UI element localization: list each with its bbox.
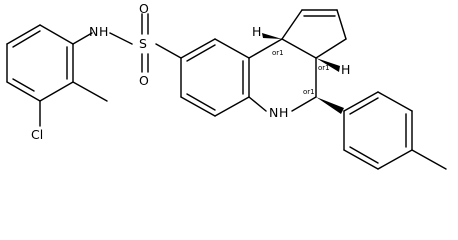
- stereo-wedge-right: [316, 58, 340, 72]
- nh-to-s-bond: [109, 32, 133, 45]
- stereo-label-or1-a: or1: [272, 49, 284, 57]
- tolyl-ring: [343, 91, 413, 170]
- oxygen-bottom-label: O: [139, 73, 149, 88]
- benzo-ring: [180, 38, 250, 117]
- c4-n-bond: [291, 96, 317, 112]
- cp-bond-4: [315, 38, 347, 59]
- tolyl-methyl-bond: [411, 149, 447, 170]
- cp-bond-1: [281, 9, 303, 40]
- sulfonamide-n-label: N: [89, 24, 98, 39]
- c9b-c3a-bond: [248, 38, 283, 59]
- ring-n-label: N: [269, 105, 278, 120]
- molecule-structure-diagram: N H S O O Cl N H H H or1 or1 or1: [6, 1, 447, 170]
- sulfur-label: S: [139, 36, 147, 51]
- sulfonamide-h-label: H: [99, 24, 108, 39]
- stereo-wedge-c4: [316, 97, 344, 114]
- ring-to-nh-bond: [72, 32, 93, 45]
- chloromethylphenyl-ring: [6, 24, 74, 102]
- chlorine-label: Cl: [31, 127, 43, 142]
- stereo-h-right-label: H: [341, 62, 350, 77]
- stereo-label-or1-c: or1: [303, 88, 315, 96]
- methyl-bond: [72, 81, 108, 102]
- c9b-c3a-bond-2: [281, 38, 317, 59]
- cp-bond-3: [336, 9, 347, 40]
- stereo-label-or1-b: or1: [318, 64, 330, 72]
- n-c-bond: [248, 96, 267, 112]
- stereo-h-top-label: H: [252, 24, 261, 39]
- s-to-ring-bond: [155, 43, 182, 59]
- stereo-wedge-top: [262, 33, 282, 39]
- ring-h-label: H: [279, 105, 288, 120]
- oxygen-top-label: O: [139, 1, 149, 16]
